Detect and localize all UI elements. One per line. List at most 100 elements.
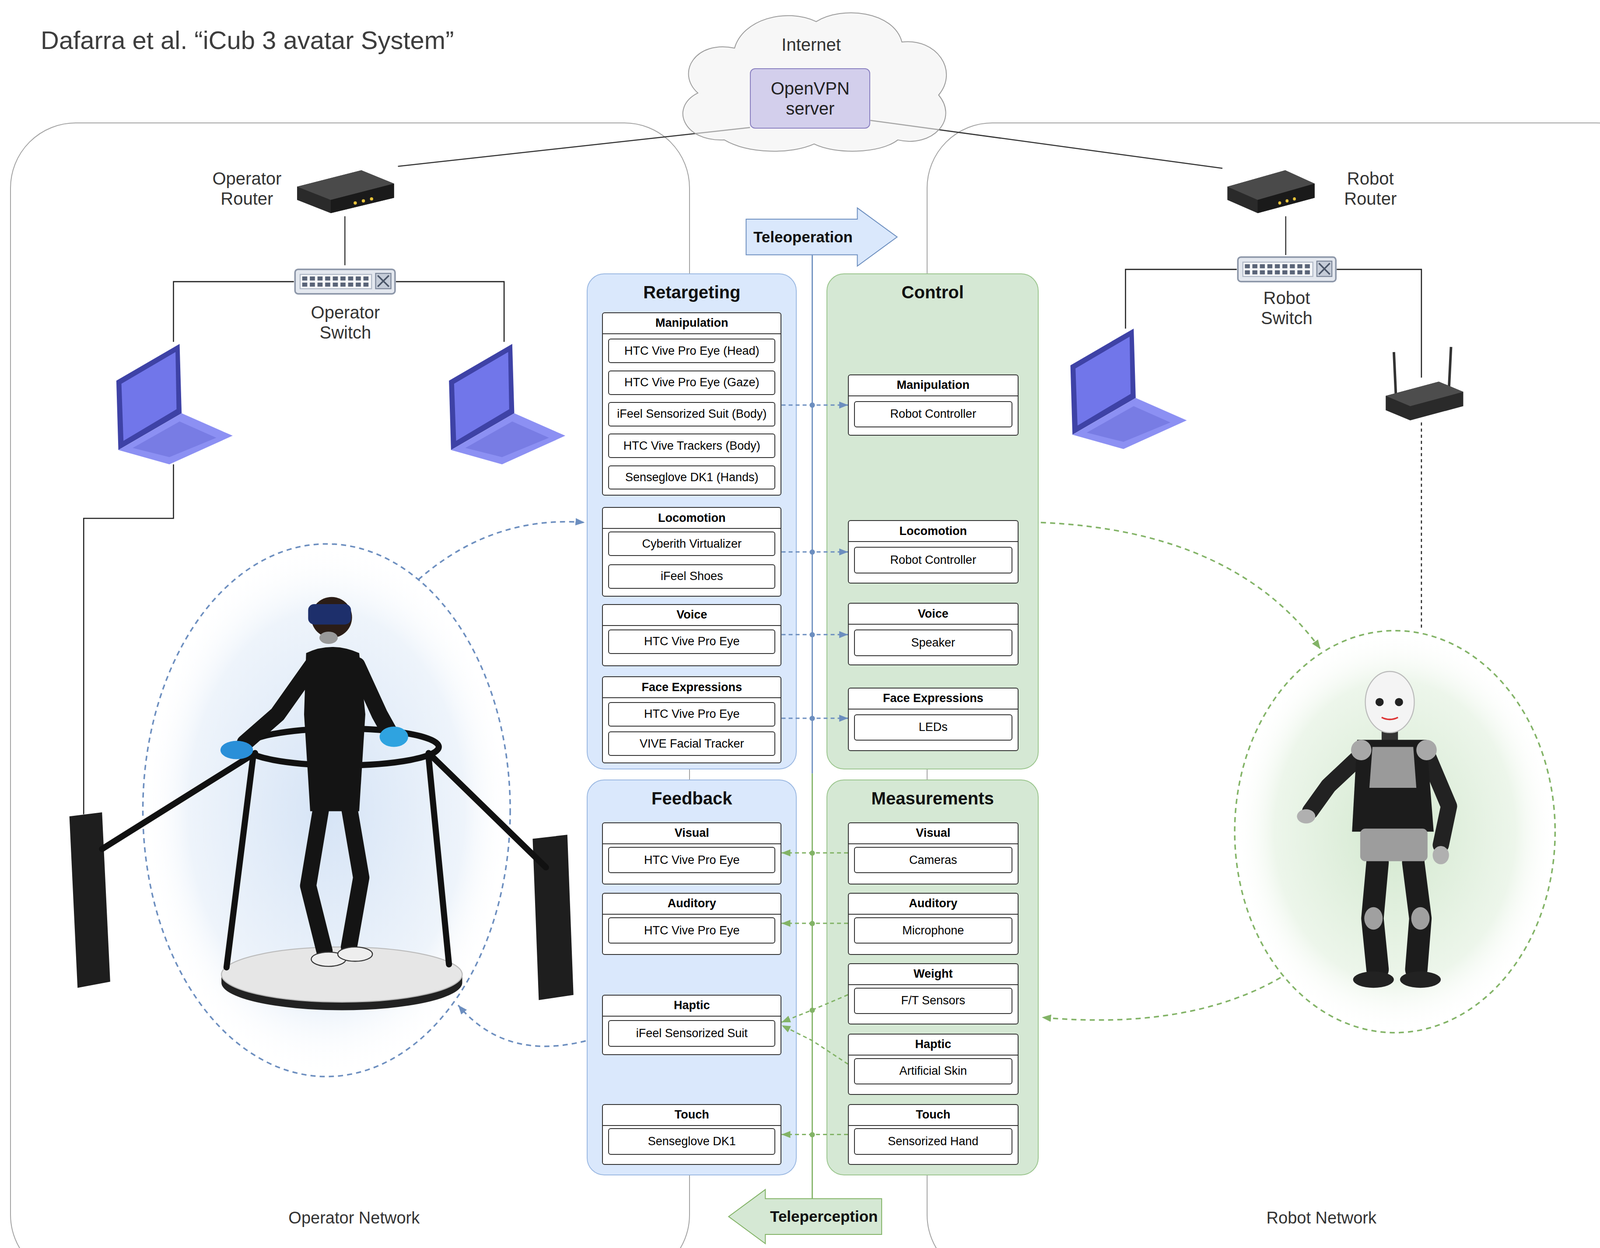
robot-figure — [1432, 846, 1450, 865]
group-header: Weight — [848, 964, 1018, 986]
sensor-group: AuditoryMicrophone — [847, 892, 1019, 956]
device-box: Cyberith Virtualizer — [608, 531, 776, 557]
device-box: Cameras — [854, 847, 1013, 874]
switch-icon — [309, 276, 316, 281]
switch-icon — [332, 282, 338, 287]
device-box: iFeel Sensorized Suit (Body) — [608, 402, 776, 427]
switch-icon — [1242, 262, 1313, 277]
text-frame: Robot Network — [1219, 1201, 1424, 1235]
switch-icon — [1274, 264, 1280, 269]
region-label: Robot Network — [1266, 1208, 1377, 1228]
laptop-icon — [116, 343, 233, 465]
group-title: Locomotion — [899, 524, 967, 539]
switch-icon — [1274, 270, 1280, 275]
switch-icon — [377, 275, 389, 288]
group-header: Haptic — [848, 1034, 1018, 1056]
cloud-label: Internet — [781, 35, 841, 55]
group-header: Locomotion — [848, 521, 1018, 543]
sensor-group: VoiceSpeaker — [847, 602, 1019, 666]
panel-title: Retargeting — [586, 282, 797, 303]
switch-icon — [1267, 264, 1272, 269]
text-frame: Robot Router — [1322, 161, 1419, 217]
sensor-group: TouchSenseglove DK1 — [602, 1104, 782, 1166]
device-box: Microphone — [854, 917, 1013, 945]
switch-icon — [300, 274, 372, 289]
device-label: Robot Controller — [890, 407, 977, 421]
router-icon — [297, 170, 395, 214]
device-label: Microphone — [902, 924, 964, 938]
device-label: iFeel Shoes — [660, 569, 724, 584]
switch-label: Operator Switch — [290, 302, 401, 343]
device-label: iFeel Sensorized Suit (Body) — [616, 407, 767, 421]
switch-icon — [301, 282, 308, 287]
device-box: HTC Vive Pro Eye — [608, 629, 776, 655]
robot-figure — [1416, 739, 1437, 761]
stage-panel: RetargetingManipulationHTC Vive Pro Eye … — [586, 273, 797, 770]
operator-figure — [220, 741, 254, 760]
router-icon — [1277, 201, 1282, 205]
operator-figure — [69, 543, 574, 1077]
sensor-group: ManipulationRobot Controller — [847, 374, 1019, 436]
panel-title: Feedback — [586, 788, 797, 809]
group-title: Face Expressions — [882, 691, 984, 706]
connector — [781, 717, 849, 719]
operator-figure — [308, 604, 351, 625]
device-label: Speaker — [911, 636, 956, 650]
device-label: LEDs — [918, 720, 948, 735]
flow-arrow — [418, 521, 585, 580]
switch-icon — [1252, 264, 1257, 269]
junction-dot — [809, 402, 815, 1138]
sensor-group: VisualHTC Vive Pro Eye — [602, 822, 782, 885]
arrow-label: Teleoperation — [753, 228, 853, 246]
switch-icon — [1289, 264, 1295, 269]
bus-line — [811, 255, 813, 1200]
switch-icon — [317, 282, 323, 287]
switch-icon — [294, 269, 396, 295]
device-label: Senseglove DK1 — [647, 1134, 736, 1149]
router-icon — [294, 166, 396, 215]
switch-icon — [325, 282, 331, 287]
group-header: Haptic — [602, 995, 781, 1017]
group-title: Haptic — [673, 998, 711, 1013]
robot-figure — [1400, 971, 1441, 988]
router-label: Operator Router — [202, 168, 292, 209]
switch-icon — [347, 282, 354, 287]
robot-figure — [1369, 747, 1417, 788]
device-box: HTC Vive Pro Eye (Head) — [608, 338, 776, 364]
device-box: HTC Vive Pro Eye (Gaze) — [608, 370, 776, 396]
device-box: HTC Vive Pro Eye — [608, 847, 776, 874]
region-label: Operator Network — [288, 1208, 420, 1228]
group-header: Touch — [602, 1105, 781, 1127]
group-title: Visual — [915, 826, 951, 841]
network-wire — [173, 281, 294, 343]
group-title: Touch — [915, 1108, 951, 1122]
device-box: iFeel Sensorized Suit — [608, 1020, 776, 1047]
switch-icon — [317, 276, 323, 281]
device-box: HTC Vive Pro Eye — [608, 917, 776, 945]
switch-icon — [1316, 261, 1332, 277]
device-label: Sensorized Hand — [887, 1134, 979, 1149]
router-icon — [1257, 183, 1315, 214]
switch-icon — [1267, 270, 1272, 275]
group-header: Touch — [848, 1105, 1018, 1127]
text-frame: Robot Switch — [1246, 285, 1328, 331]
network-switch: Robot Switch — [1232, 255, 1341, 331]
device-label: Cyberith Virtualizer — [641, 537, 742, 551]
switch-icon — [340, 282, 346, 287]
robot-figure — [1364, 907, 1383, 930]
operator-figure — [101, 753, 256, 850]
text-frame: Operator Router — [202, 161, 292, 217]
switch-icon — [1252, 270, 1257, 275]
switch-icon — [355, 282, 361, 287]
device-label: iFeel Sensorized Suit — [636, 1026, 748, 1041]
device-label: F/T Sensors — [901, 994, 966, 1008]
switch-icon — [1259, 270, 1265, 275]
switch-icon — [309, 282, 316, 287]
connector — [781, 551, 849, 553]
switch-icon — [1318, 263, 1330, 275]
sensor-group: WeightF/T Sensors — [847, 963, 1019, 1025]
sensor-group: VoiceHTC Vive Pro Eye — [602, 604, 782, 667]
switch-icon — [1304, 264, 1310, 269]
sensor-group: Haptic iFeel Sensorized Suit — [602, 994, 782, 1056]
